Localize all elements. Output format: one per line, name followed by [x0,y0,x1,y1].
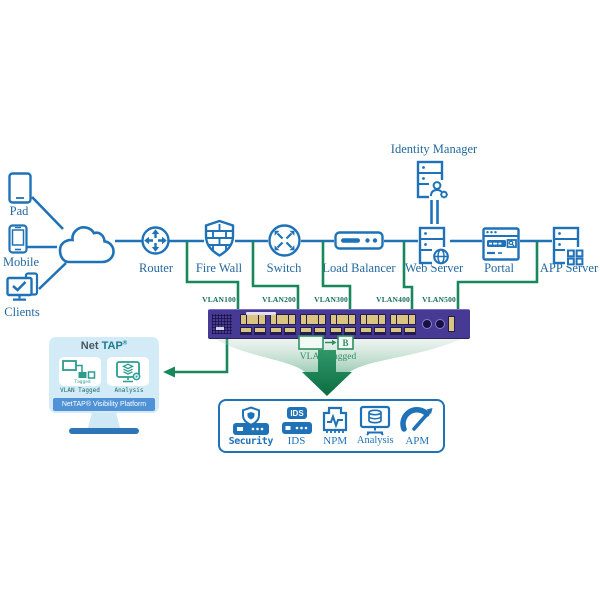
firewall-icon [204,219,235,257]
vlan-tagged-icon: Tagged [62,360,96,384]
vlan100-label: VLAN100 [202,295,236,304]
npm-icon [323,406,348,433]
mobile-label: Mobile [2,255,40,269]
brand-tap: TAP [101,340,123,352]
device-uplink-ports [422,319,445,329]
device-vent [212,314,232,334]
tool-label: IDS [287,435,306,447]
tap-links [174,241,539,374]
ids-icon: IDS [281,407,312,434]
apm-icon [400,407,433,432]
port-module [300,313,326,335]
tools-box: Security IDS IDS NPM [218,399,445,453]
firewall-label: Fire Wall [195,261,243,275]
analysis-tool-icon [360,406,391,436]
funnel-tag-icon: B [298,335,354,350]
app-server-icon [552,226,586,266]
clients-label: Clients [4,305,40,319]
web-server-icon [418,226,452,266]
router-label: Router [138,261,174,275]
tool-security: Security [228,405,274,447]
tool-label: APM [405,435,430,447]
pad-icon [8,172,32,204]
vlan200-label: VLAN200 [262,295,296,304]
brand-reg: ® [122,340,128,347]
platform-bar: NetTAP® Visibility Platform [53,398,155,411]
router-icon [141,226,170,255]
vlan500-label: VLAN500 [422,295,456,304]
nettap-brand: Net TAP® [49,340,159,352]
funnel-label: VLAN Tagged [299,352,357,362]
portal-label: Portal [484,261,514,275]
port-module [360,313,386,335]
cloud-icon [58,226,115,264]
tool-ids: IDS IDS [280,405,314,447]
access-links [27,196,67,290]
analysis-tile-label: Analysis [114,387,144,394]
tagged-inner-label: Tagged [74,379,91,384]
tap-device [208,309,470,338]
identity-manager-icon [416,160,450,200]
tag-letter: B [342,338,348,348]
vlan400-label: VLAN400 [376,295,410,304]
port-module [390,313,416,335]
pad-label: Pad [9,204,29,218]
vlan300-label: VLAN300 [314,295,348,304]
port-module [270,313,296,335]
fan-icon [422,319,432,329]
load-balancer-icon [334,231,384,250]
mobile-icon [8,224,28,254]
monitor-base [69,428,139,434]
load-balancer-label: Load Balancer [322,261,396,275]
fan-icon [435,319,445,329]
analysis-icon [115,360,140,382]
portal-icon [482,227,520,261]
port-module [240,313,266,335]
device-psu [448,316,455,332]
tool-apm: APM [400,405,434,447]
funnel-shape [213,338,464,380]
tool-npm: NPM [320,405,350,447]
device-logo [246,312,276,315]
switch-icon [268,224,301,257]
vlan-tagged-tile-label: VLAN Tagged [60,387,100,394]
identity-manager-label: Identity Manager [390,142,478,156]
nettap-monitor-screen: Net TAP® Tagged [49,337,159,413]
switch-label: Switch [266,261,302,275]
device-tag [216,327,224,330]
tool-analysis: Analysis [357,405,394,447]
port-module [330,313,356,335]
monitor-arrowhead-icon [163,366,175,378]
brand-net: Net [80,340,99,352]
tool-label: Security [228,435,274,447]
ids-badge: IDS [290,409,304,418]
vlan-tagged-tile: Tagged [59,357,101,386]
monitor-stand [88,413,120,428]
security-icon [232,405,269,435]
analysis-tile [107,357,149,386]
device-ports [240,313,416,335]
tool-label: NPM [323,435,348,447]
tool-label: Analysis [356,435,394,447]
clients-icon [6,272,39,301]
funnel-arrow-icon [302,350,352,396]
